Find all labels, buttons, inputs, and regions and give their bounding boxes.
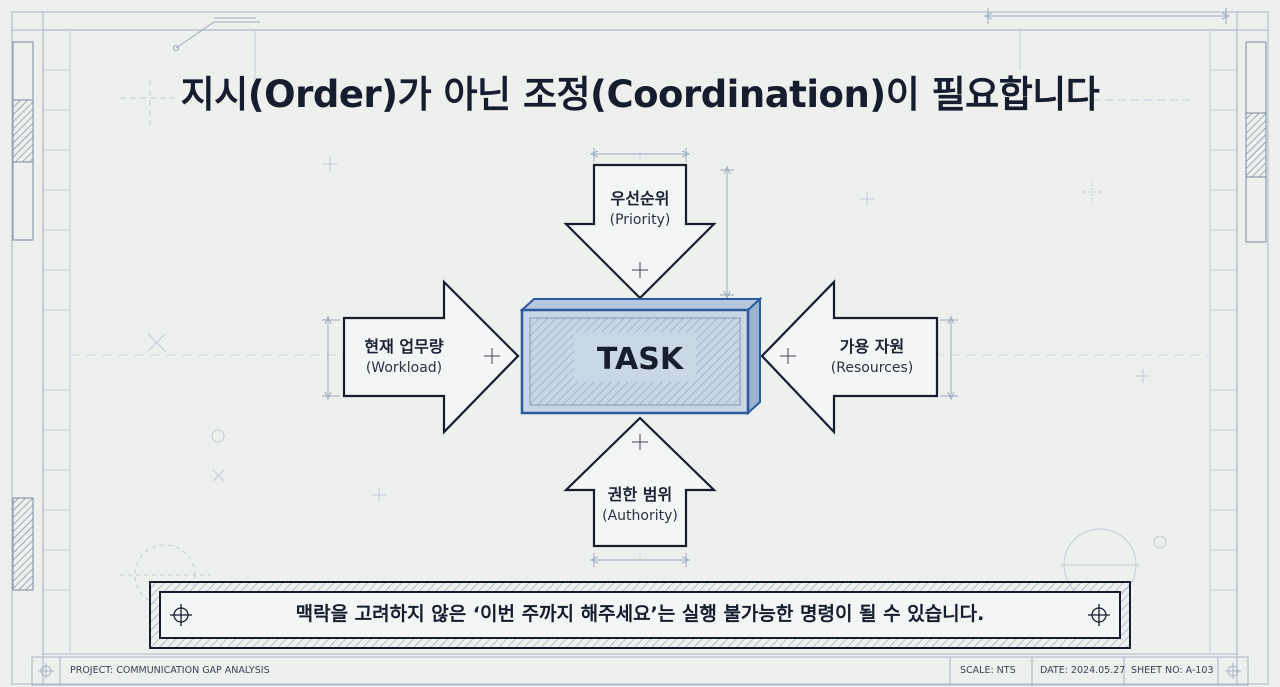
resources-label: 가용 자원 (Resources) bbox=[812, 336, 932, 378]
workload-label: 현재 업무량 (Workload) bbox=[344, 336, 464, 378]
authority-label-en: (Authority) bbox=[602, 508, 678, 524]
task-label: TASK bbox=[596, 342, 684, 377]
workload-label-en: (Workload) bbox=[365, 360, 443, 376]
priority-label-en: (Priority) bbox=[609, 212, 671, 228]
footer-sheet: SHEET NO: A-103 bbox=[1131, 665, 1214, 676]
notice-banner-frame bbox=[149, 581, 1131, 649]
footer-scale: SCALE: NTS bbox=[960, 665, 1016, 676]
authority-label: 권한 범위 (Authority) bbox=[586, 484, 694, 526]
notice-banner-text: 맥락을 고려하지 않은 ‘이번 주까지 해주세요’는 실행 불가능한 명령이 될… bbox=[295, 603, 985, 625]
blueprint-frame bbox=[11, 11, 1269, 685]
authority-arrow bbox=[563, 416, 717, 548]
side-grid bbox=[43, 30, 1237, 654]
priority-label: 우선순위 (Priority) bbox=[594, 188, 686, 230]
crosshair-icon bbox=[170, 604, 192, 626]
arrow-dimensions bbox=[322, 148, 958, 567]
crosshair-icon bbox=[1088, 604, 1110, 626]
footer-project: PROJECT: COMMUNICATION GAP ANALYSIS bbox=[70, 665, 270, 676]
crosshair-icon bbox=[1225, 663, 1241, 679]
authority-label-ko: 권한 범위 bbox=[607, 485, 673, 504]
page-title: 지시(Order)가 아닌 조정(Coordination)이 필요합니다 bbox=[180, 73, 1100, 116]
hatched-tabs bbox=[12, 41, 1267, 591]
task-box bbox=[519, 296, 763, 416]
resources-arrow bbox=[760, 279, 939, 435]
resources-label-ko: 가용 자원 bbox=[839, 337, 905, 356]
priority-label-ko: 우선순위 bbox=[610, 189, 670, 208]
crosshair-icon bbox=[38, 663, 54, 679]
title-block bbox=[31, 656, 1249, 686]
footer-date: DATE: 2024.05.27 bbox=[1040, 665, 1126, 676]
workload-arrow bbox=[342, 279, 520, 435]
top-dimension bbox=[173, 8, 1227, 51]
priority-arrow bbox=[563, 163, 717, 300]
resources-label-en: (Resources) bbox=[830, 360, 914, 376]
workload-label-ko: 현재 업무량 bbox=[364, 337, 444, 356]
